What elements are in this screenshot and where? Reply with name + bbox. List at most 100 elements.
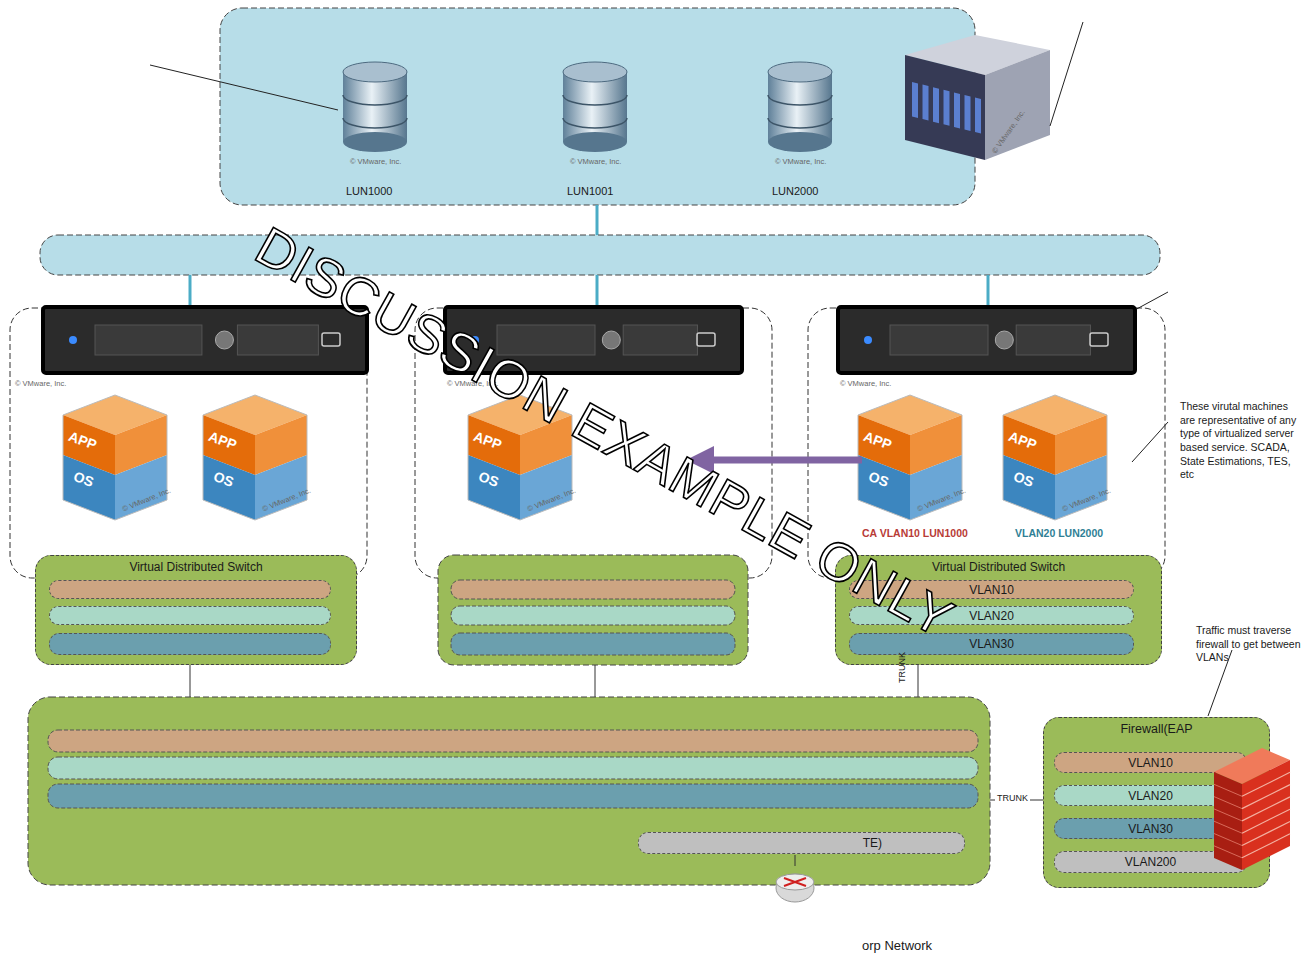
- disk-ring: [563, 95, 627, 105]
- esxi-host-outline: [10, 308, 367, 578]
- trunk-label: TRUNK: [897, 652, 907, 683]
- lun-name: LUN1000: [346, 185, 392, 197]
- lun-disk-icon: [343, 62, 407, 152]
- vlan-name: VLAN30: [969, 637, 1014, 651]
- vlan-band: VLAN200: [1054, 851, 1247, 873]
- vlan-band: VLAN10: [1054, 752, 1247, 773]
- lun-name: LUN1001: [567, 185, 613, 197]
- san-link: [987, 275, 990, 308]
- server-port: [1090, 333, 1108, 346]
- box-title: Virtual Distributed Switch: [36, 560, 356, 574]
- array-front: [905, 55, 985, 160]
- vlan-band: VLAN20: [1054, 785, 1247, 806]
- server-icon: [43, 307, 367, 373]
- box-title: Firewall(EAP: [1044, 722, 1269, 736]
- note: These virutal machines are representativ…: [1180, 400, 1304, 482]
- storage-array-group: [220, 8, 975, 205]
- copyright: © VMware, Inc.: [840, 379, 891, 388]
- vlan-name: VLAN10: [1128, 756, 1173, 770]
- drive-bay: [890, 325, 988, 355]
- vlan-band: [48, 784, 978, 808]
- copyright: © VMware, Inc.: [570, 157, 621, 166]
- router-top: [776, 874, 814, 890]
- disk-bottom: [768, 132, 832, 152]
- uplink: [595, 665, 596, 698]
- vlan-name: VLAN20: [969, 609, 1014, 623]
- copyright: © VMware, Inc.: [775, 157, 826, 166]
- vlan-band: [48, 730, 978, 752]
- disk-top: [343, 62, 407, 82]
- note: Traffic must traverse firewall to get be…: [1196, 624, 1308, 665]
- leader-line: [150, 65, 338, 110]
- vlan-band: [49, 633, 331, 655]
- vm-tag: CA VLAN10 LUN1000: [862, 527, 968, 539]
- vlan-band: [48, 757, 978, 779]
- vlan-band: VLAN30: [1054, 818, 1247, 839]
- drive-slot: [933, 87, 939, 123]
- disk-bottom: [343, 132, 407, 152]
- disk-top: [563, 62, 627, 82]
- drive-slot: [912, 82, 918, 118]
- disk-top: [768, 62, 832, 82]
- server-chassis: [43, 307, 367, 373]
- vlan-name: VLAN10: [969, 583, 1014, 597]
- server-button: [995, 331, 1013, 349]
- server-chassis: [838, 307, 1135, 373]
- disk-bottom: [563, 132, 627, 152]
- server-icon: [838, 307, 1135, 373]
- router-icon: [776, 874, 814, 902]
- vlan-band: VLAN30: [849, 633, 1134, 655]
- disk-ring: [343, 118, 407, 128]
- copyright: © VMware, Inc.: [350, 157, 401, 166]
- san-link: [596, 275, 599, 308]
- server-button: [602, 331, 620, 349]
- copyright: © VMware, Inc.: [15, 379, 66, 388]
- drive-slot: [944, 90, 950, 126]
- vm-tag: VLAN20 LUN2000: [1015, 527, 1103, 539]
- lun-disk-icon: [563, 62, 627, 152]
- vlan-name: TE): [863, 836, 882, 850]
- drive-slot: [923, 85, 929, 121]
- uplink: [918, 665, 919, 698]
- disk-ring: [768, 95, 832, 105]
- san-fabric: [40, 235, 1160, 275]
- power-led: [69, 336, 77, 344]
- virtual-switch: [438, 555, 748, 665]
- array-side: [985, 50, 1050, 160]
- vlan-band: [451, 633, 735, 655]
- virtual-switch: Virtual Distributed Switch: [35, 555, 357, 665]
- router-body: [776, 874, 814, 902]
- vlan-name: VLAN200: [1125, 855, 1176, 869]
- vlan-band: [49, 606, 331, 625]
- drive-bay: [95, 325, 202, 355]
- server-button: [215, 331, 233, 349]
- drive-slot: [975, 98, 981, 134]
- vlan-band: [49, 580, 331, 599]
- drive-bay: [1016, 325, 1090, 355]
- uplink: [190, 665, 191, 698]
- disk-ring: [563, 118, 627, 128]
- router-arrows: [784, 878, 806, 886]
- esxi-host-outline: [808, 308, 1165, 578]
- vlan-band: [451, 606, 735, 625]
- lun-name: LUN2000: [772, 185, 818, 197]
- drive-bay: [237, 325, 318, 355]
- vlan-name: VLAN20: [1128, 789, 1173, 803]
- san-link: [189, 275, 192, 308]
- storage-array-icon: [905, 35, 1050, 160]
- leader-line: [1050, 22, 1083, 126]
- server-port: [322, 333, 340, 346]
- drive-slot: [965, 95, 971, 131]
- san-link: [596, 205, 599, 236]
- drive-slot: [954, 92, 960, 128]
- firewall-box: Firewall(EAP VLAN10VLAN20VLAN30VLAN200: [1043, 717, 1270, 888]
- trunk-label: TRUNK: [995, 793, 1030, 803]
- vlan-band: TE): [638, 832, 965, 854]
- lun-disk-icon: [768, 62, 832, 152]
- network-name: orp Network: [862, 938, 932, 953]
- server-port: [697, 333, 715, 346]
- vlan-name: VLAN30: [1128, 822, 1173, 836]
- physical-switch: [28, 697, 990, 885]
- power-led: [864, 336, 872, 344]
